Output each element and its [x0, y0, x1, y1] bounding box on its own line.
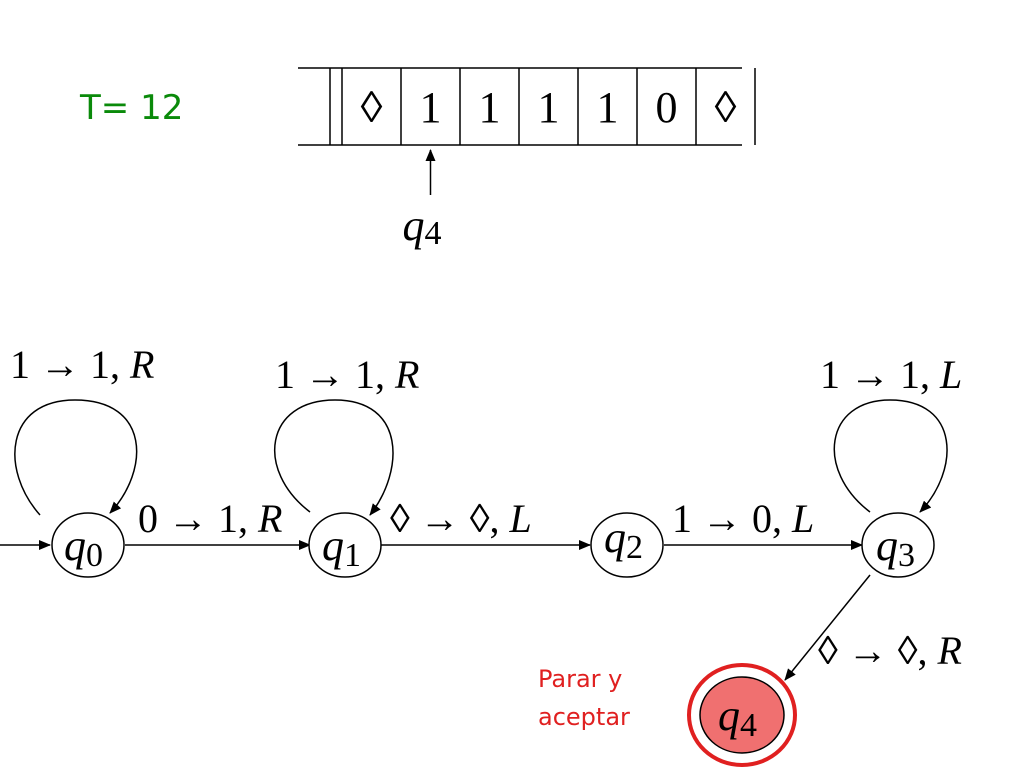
state-q0: q0 — [51, 512, 125, 578]
state-q4-label: q4 — [718, 691, 757, 744]
loop-arrow-q3 — [833, 399, 948, 513]
label-q0-q0: 1 → 1, R — [10, 342, 154, 387]
state-q4-circle — [699, 676, 785, 754]
state-q4-outer-ring — [687, 663, 797, 767]
tape-head-state: q4 — [403, 201, 442, 252]
tape-head-state-sub: 4 — [425, 215, 442, 252]
state-q1-label: q1 — [322, 521, 361, 574]
accept-note: Parar y aceptar — [538, 660, 658, 736]
label-q2-q3: 1 → 0, L — [672, 496, 814, 541]
tape-cell-6: ◊ — [715, 83, 737, 132]
label-q1-q1: 1 → 1, R — [275, 352, 419, 397]
loop-arrow-q1 — [274, 399, 394, 516]
label-q1-q2: ◊ → ◊, L — [390, 496, 532, 541]
loop-arrow-q0 — [14, 399, 138, 516]
tape-cell-4: 1 — [597, 83, 619, 132]
state-q0-circle — [51, 512, 125, 578]
state-q4-accepting: q4 — [687, 663, 797, 767]
tape-head: q4 — [403, 149, 442, 252]
tape-cell-5: 0 — [656, 83, 678, 132]
label-q3-q4: ◊ → ◊, R — [818, 628, 962, 673]
states: q0 q1 q2 q3 q4 — [51, 512, 935, 767]
state-q2-circle — [590, 512, 664, 578]
transitions — [0, 399, 948, 681]
tape-cell-3: 1 — [538, 83, 560, 132]
state-q3-circle — [861, 512, 935, 578]
state-q3-label: q3 — [876, 521, 915, 574]
tape-cell-1: 1 — [420, 83, 442, 132]
time-step-label: T= 12 — [80, 88, 184, 128]
state-q2-label: q2 — [604, 513, 643, 566]
state-q0-label: q0 — [64, 521, 103, 574]
accept-note-line2: aceptar — [538, 703, 630, 731]
state-q1-circle — [308, 512, 382, 578]
tape-cell-0: ◊ — [361, 83, 383, 132]
edge-q3-q4 — [784, 574, 871, 681]
state-q3: q3 — [861, 512, 935, 578]
tape-head-state-var: q — [403, 201, 425, 250]
label-q3-q3: 1 → 1, L — [820, 352, 962, 397]
state-q2: q2 — [590, 512, 664, 578]
transition-labels: 1 → 1, R 0 → 1, R 1 → 1, R ◊ → ◊, L 1 → … — [10, 342, 962, 673]
label-q0-q1: 0 → 1, R — [138, 496, 282, 541]
accept-note-line1: Parar y — [538, 665, 623, 693]
state-q1: q1 — [308, 512, 382, 578]
tape-cell-2: 1 — [479, 83, 501, 132]
